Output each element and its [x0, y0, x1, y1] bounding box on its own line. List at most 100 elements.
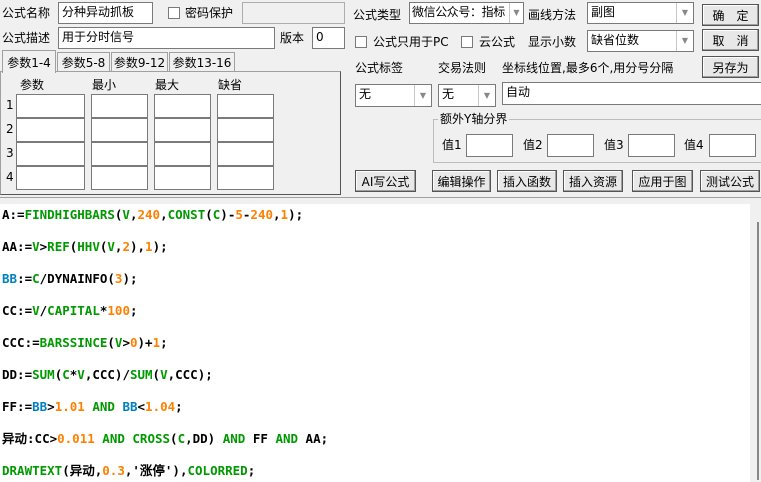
code-token: )+ [137, 335, 153, 350]
param-cell-2[interactable] [154, 142, 211, 166]
code-token: ); [288, 207, 304, 222]
code-token: ( [205, 207, 213, 222]
code-token: CCC:= [2, 335, 40, 350]
param-cell-3[interactable] [217, 166, 274, 190]
code-token: COLORRED [187, 463, 248, 478]
cloud-checkbox[interactable] [461, 36, 473, 48]
draw-select[interactable]: 副图▼ [587, 2, 694, 24]
ai-write-button[interactable]: AI写公式 [355, 170, 416, 192]
tab-params-13-16[interactable]: 参数13-16 [169, 52, 235, 72]
type-value: 微信公众号：指标 [412, 5, 505, 19]
pc-only-checkbox[interactable] [355, 36, 367, 48]
code-token: 0.011 [57, 431, 95, 446]
param-header-max: 最大 [155, 78, 180, 92]
decimal-select[interactable]: 缺省位数▼ [587, 30, 694, 52]
code-token: /DYNAINFO( [39, 271, 115, 286]
code-token: AND [92, 399, 115, 414]
chevron-down-icon: ▼ [509, 3, 523, 23]
code-token: FINDHIGHBARS [24, 207, 115, 222]
code-token: V [32, 303, 40, 318]
yval-input-1[interactable] [466, 134, 513, 157]
param-header-default: 缺省 [218, 78, 243, 92]
code-token: ,CCC); [167, 367, 213, 382]
code-token: 240 [250, 207, 273, 222]
param-cell-1[interactable] [91, 166, 148, 190]
param-cell-1[interactable] [91, 94, 148, 118]
code-token: :CC> [27, 431, 58, 446]
cancel-button[interactable]: 取 消 [702, 29, 759, 51]
pc-only-label: 公式只用于PC [373, 35, 449, 49]
param-cell-0[interactable] [16, 142, 85, 166]
code-token: 1 [145, 239, 153, 254]
code-token: - [242, 207, 251, 222]
code-token: AND [222, 431, 246, 446]
tab-params-1-4[interactable]: 参数1-4 [2, 50, 56, 73]
code-token: ); [122, 271, 138, 286]
code-token: 1.04 [145, 399, 176, 414]
rule-label: 交易法则 [438, 61, 487, 75]
code-editor[interactable]: A:=FINDHIGHBARS(V,240,CONST(C)-5-240,1);… [0, 204, 750, 482]
code-token: ; [247, 463, 256, 478]
code-token: 2 [122, 239, 130, 254]
yaxis-group-label: 额外Y轴分界 [438, 111, 510, 127]
code-token: 0.3 [102, 463, 125, 478]
tag-select[interactable]: 无▼ [355, 84, 432, 107]
save-as-button[interactable]: 另存为 [702, 56, 759, 78]
code-token: ); [152, 239, 168, 254]
code-token: BB [2, 271, 18, 286]
code-token: BB [122, 399, 138, 414]
type-select[interactable]: 微信公众号：指标 ▼ [409, 2, 524, 24]
code-line: CCC:=BARSSINCE(V>0)+1; [2, 335, 168, 351]
scrollbar[interactable] [750, 204, 761, 482]
desc-input[interactable]: 用于分时信号 [58, 27, 275, 49]
edit-button[interactable]: 编辑操作 [432, 170, 491, 192]
param-cell-2[interactable] [154, 118, 211, 142]
draw-label: 画线方法 [528, 8, 577, 22]
insert-function-button[interactable]: 插入函数 [497, 170, 557, 192]
code-token: * [69, 367, 78, 382]
yval-label: 值1 [442, 138, 462, 152]
test-button[interactable]: 测试公式 [700, 170, 760, 192]
password-input[interactable] [242, 2, 345, 24]
insert-resource-button[interactable]: 插入资源 [563, 170, 623, 192]
code-token: BARSSINCE [39, 335, 108, 350]
name-input[interactable]: 分种异动抓板 [58, 2, 153, 24]
code-token: C [62, 367, 70, 382]
code-token: > [122, 335, 130, 350]
ok-button[interactable]: 确 定 [702, 4, 759, 26]
rule-select[interactable]: 无▼ [438, 84, 496, 107]
param-cell-1[interactable] [91, 142, 148, 166]
tab-params-5-8[interactable]: 参数5-8 [57, 52, 110, 72]
param-cell-3[interactable] [217, 118, 274, 142]
code-token: 100 [107, 303, 130, 318]
yval-input-2[interactable] [547, 134, 594, 157]
code-token: V [114, 335, 123, 350]
divider [0, 197, 761, 198]
param-cell-2[interactable] [154, 166, 211, 190]
param-cell-2[interactable] [154, 94, 211, 118]
param-cell-0[interactable] [16, 166, 85, 190]
code-token: CROSS [132, 431, 171, 446]
yaxis-group [433, 119, 761, 163]
code-token: CONST [167, 207, 206, 222]
param-cell-3[interactable] [217, 94, 274, 118]
code-token: AA; [298, 431, 329, 446]
code-token: 5 [235, 207, 243, 222]
version-label: 版本 [280, 31, 305, 45]
yval-label: 值3 [604, 138, 624, 152]
version-input[interactable]: 0 [312, 27, 345, 49]
apply-button[interactable]: 应用于图 [632, 170, 693, 192]
code-token: C [212, 207, 221, 222]
code-token: (异动, [62, 463, 103, 478]
param-cell-3[interactable] [217, 142, 274, 166]
yval-input-3[interactable] [628, 134, 675, 157]
code-token: ( [114, 207, 123, 222]
password-checkbox[interactable] [168, 7, 180, 19]
param-cell-0[interactable] [16, 118, 85, 142]
axis-input[interactable]: 自动 [502, 82, 761, 105]
scrollbar-thumb[interactable] [757, 222, 759, 480]
param-cell-0[interactable] [16, 94, 85, 118]
yval-input-4[interactable] [709, 134, 756, 157]
param-cell-1[interactable] [91, 118, 148, 142]
tab-params-9-12[interactable]: 参数9-12 [111, 52, 168, 72]
